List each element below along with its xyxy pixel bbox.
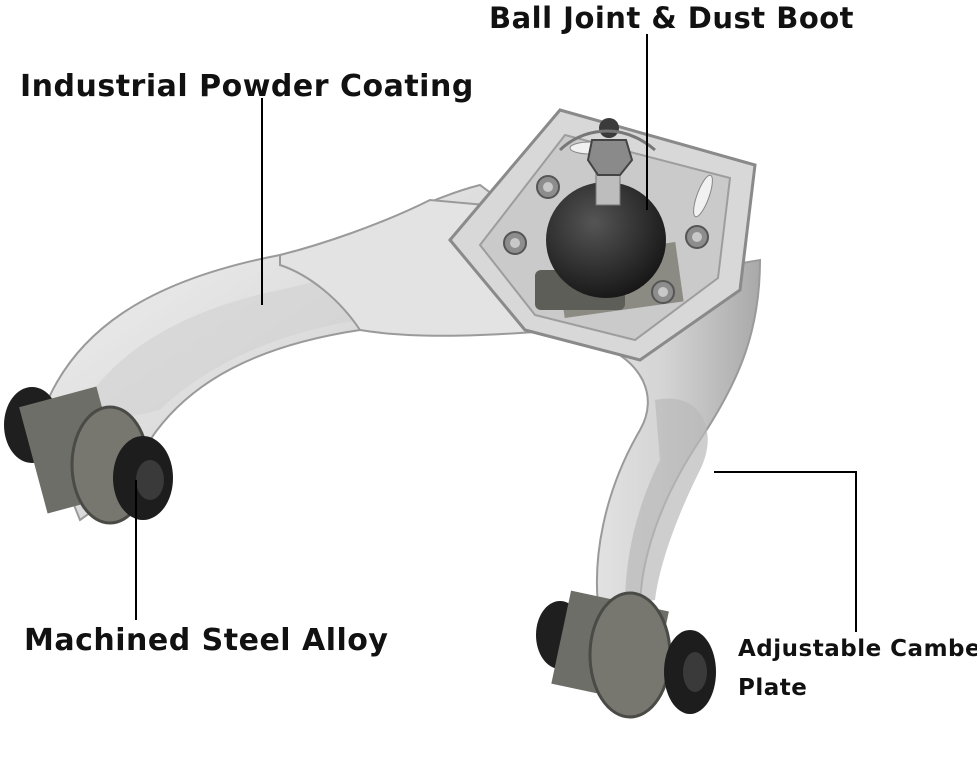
camber-plate-label: Adjustable Camber Plate: [738, 630, 977, 708]
leader-camber-plate: [714, 471, 857, 632]
plate-bolts: [503, 175, 709, 304]
powder-coating-label: Industrial Powder Coating: [20, 69, 474, 104]
ball-joint-label: Ball Joint & Dust Boot: [489, 1, 855, 35]
camber-plate-label-line2: Plate: [738, 675, 808, 701]
left-bushing: [4, 386, 173, 525]
right-bushing: [536, 590, 716, 719]
ball-joint: [535, 118, 666, 310]
steel-alloy-label: Machined Steel Alloy: [24, 623, 389, 658]
camber-plate-label-line1: Adjustable Camber: [738, 636, 977, 662]
leader-lines: [135, 34, 857, 632]
